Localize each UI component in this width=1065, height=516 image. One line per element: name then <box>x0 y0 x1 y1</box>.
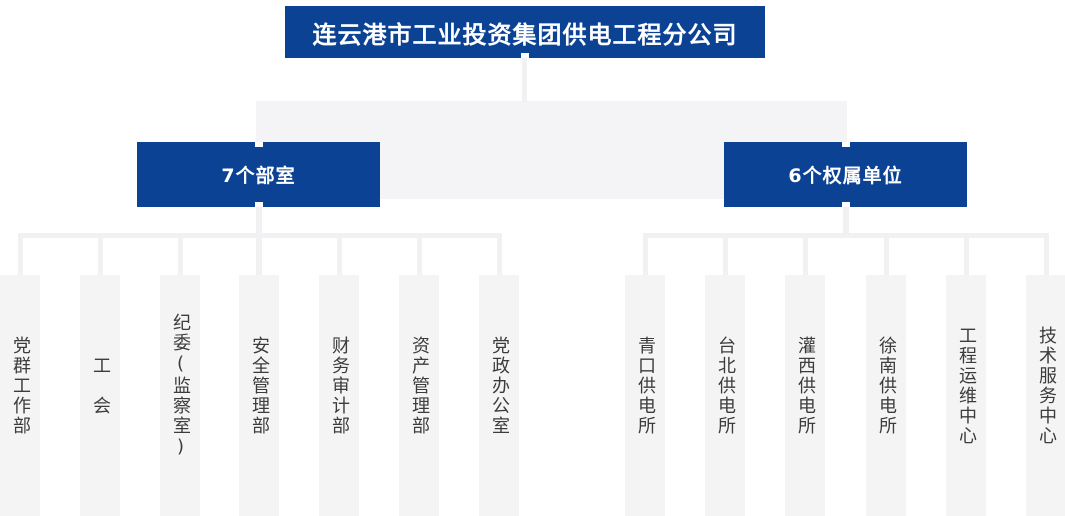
column-label: 纪委(监察室) <box>170 312 191 459</box>
group-node-subsidiaries-label: 6个权属单位 <box>788 165 903 187</box>
group-node-departments: 7个部室 <box>137 142 380 207</box>
departments-top-notch <box>255 142 263 147</box>
subsidiaries-top-notch <box>842 142 850 147</box>
column-label: 财务审计部 <box>329 335 350 436</box>
column-label: 工程运维中心 <box>956 325 977 446</box>
root-node: 连云港市工业投资集团供电工程分公司 <box>285 6 765 58</box>
root-node-label: 连云港市工业投资集团供电工程分公司 <box>312 20 738 49</box>
stub-line <box>497 236 502 275</box>
column-jishu: 技术服务中心 <box>1026 275 1065 516</box>
column-label: 台北供电所 <box>715 335 736 436</box>
column-label: 工 会 <box>90 355 111 416</box>
column-zichan: 资产管理部 <box>399 275 439 516</box>
column-xunan: 徐南供电所 <box>866 275 906 516</box>
column-taibei: 台北供电所 <box>705 275 745 516</box>
column-dangqun: 党群工作部 <box>0 275 40 516</box>
column-label: 党群工作部 <box>10 335 31 436</box>
group-node-subsidiaries: 6个权属单位 <box>724 142 967 207</box>
column-label: 灌西供电所 <box>795 335 816 436</box>
column-qingkou: 青口供电所 <box>625 275 665 516</box>
departments-bottom-notch <box>255 202 263 207</box>
column-label: 党政办公室 <box>489 335 510 436</box>
column-label: 徐南供电所 <box>876 335 897 436</box>
stub-line <box>1044 236 1049 275</box>
column-label: 安全管理部 <box>249 335 270 436</box>
stub-line <box>643 236 648 275</box>
stub-line <box>884 236 889 275</box>
subsidiaries-branch-line <box>643 233 1049 238</box>
stub-line <box>337 236 342 275</box>
group-node-departments-label: 7个部室 <box>221 165 296 187</box>
column-label: 青口供电所 <box>635 335 656 436</box>
column-guanxi: 灌西供电所 <box>785 275 825 516</box>
stub-line <box>18 236 23 275</box>
column-dangzheng: 党政办公室 <box>479 275 519 516</box>
stub-line <box>803 236 808 275</box>
column-gongcheng: 工程运维中心 <box>946 275 986 516</box>
departments-drop-line <box>256 206 262 275</box>
stub-line <box>723 236 728 275</box>
stub-line <box>178 236 183 275</box>
root-bottom-notch <box>521 53 529 58</box>
stub-line <box>964 236 969 275</box>
subsidiaries-bottom-notch <box>842 202 850 207</box>
stub-line <box>98 236 103 275</box>
column-jiwei: 纪委(监察室) <box>160 275 200 516</box>
stub-line <box>417 236 422 275</box>
column-anquan: 安全管理部 <box>239 275 279 516</box>
departments-branch-line <box>18 233 502 238</box>
column-label: 资产管理部 <box>409 335 430 436</box>
column-label: 技术服务中心 <box>1036 325 1057 446</box>
root-connector-line <box>522 58 527 102</box>
subsidiaries-drop-line <box>843 206 849 238</box>
column-caiwu: 财务审计部 <box>319 275 359 516</box>
column-gonghui: 工 会 <box>80 275 120 516</box>
